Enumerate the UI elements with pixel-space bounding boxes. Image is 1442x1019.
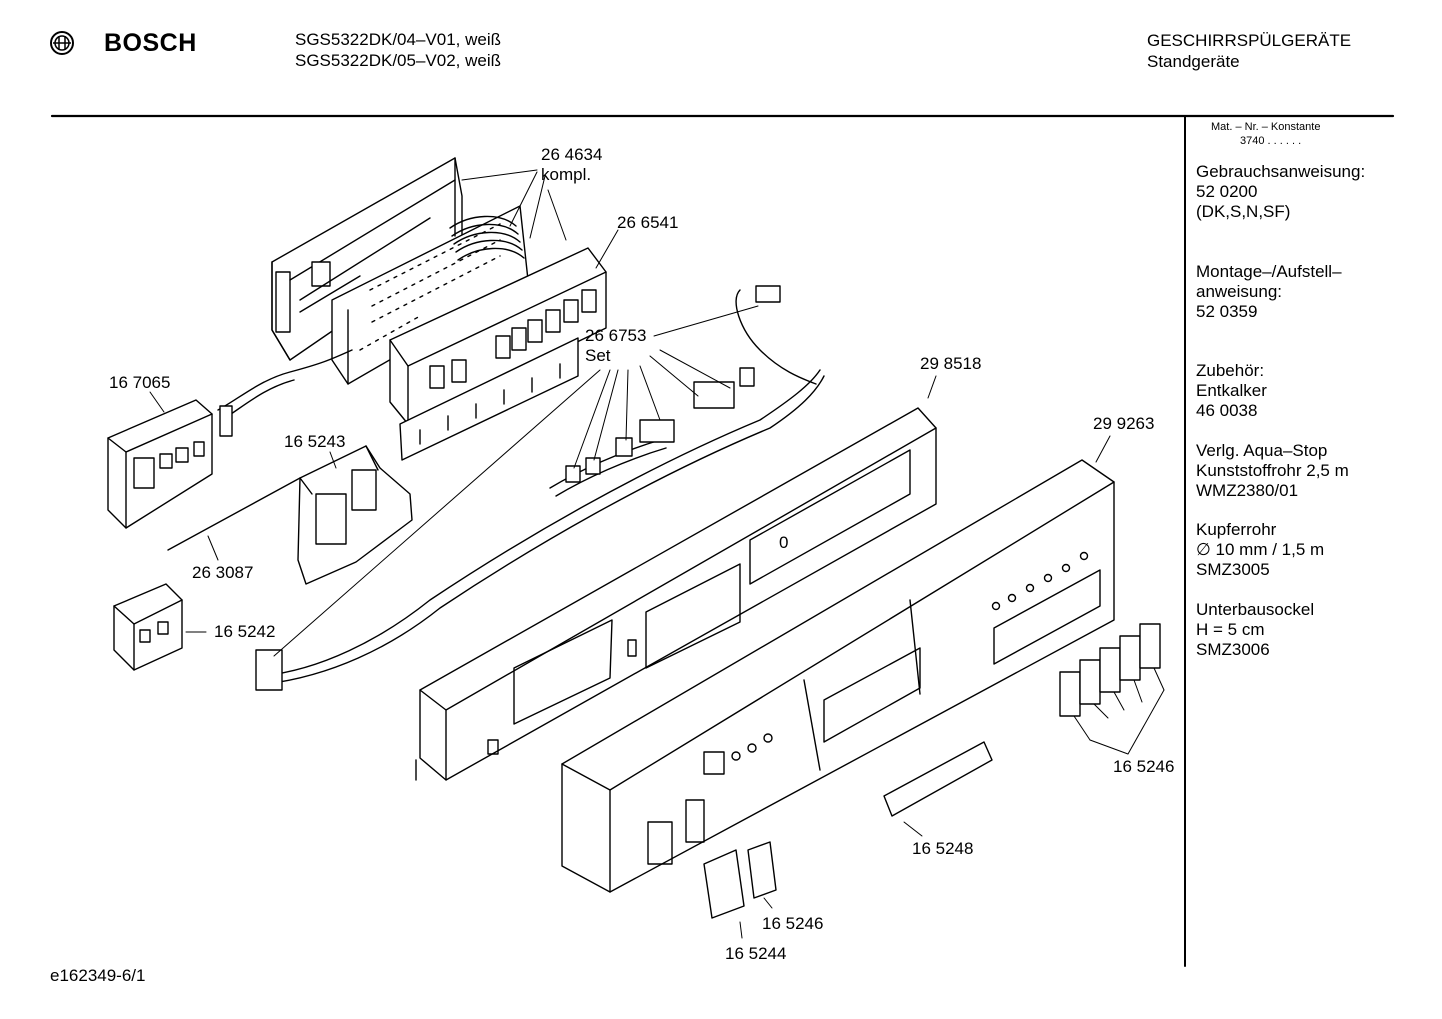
mat-number-header: Mat. – Nr. – Konstante [1211, 121, 1321, 133]
sidebar-line: Kupferrohr [1196, 520, 1277, 539]
part-165242-relay [113, 583, 183, 671]
sidebar-line: ∅ 10 mm / 1,5 m [1196, 540, 1325, 559]
label-266541: 26 6541 [617, 213, 679, 232]
cable-harness [255, 285, 825, 691]
sidebar-block-base: Unterbausockel H = 5 cm SMZ3006 [1196, 600, 1314, 660]
sidebar-block-manual: Gebrauchsanweisung: 52 0200 (DK,S,N,SF) [1196, 162, 1365, 222]
sidebar-line: SMZ3006 [1196, 640, 1270, 659]
sidebar-block-copper-pipe: Kupferrohr ∅ 10 mm / 1,5 m SMZ3005 [1196, 520, 1324, 580]
sidebar-block-accessories: Zubehör: Entkalker 46 0038 [1196, 361, 1267, 421]
leader-lines [149, 169, 1165, 939]
label-165244: 16 5244 [725, 944, 787, 963]
part-167065-display-unit [107, 349, 353, 529]
label-299263: 29 9263 [1093, 414, 1155, 433]
label-167065: 16 7065 [109, 373, 171, 392]
label-165242: 16 5242 [214, 622, 276, 641]
sidebar-line: 52 0200 [1196, 182, 1258, 201]
label-165246-bottom: 16 5246 [762, 914, 824, 933]
model-line-2: SGS5322DK/05–V02, weiß [295, 51, 502, 70]
label-165243: 16 5243 [284, 432, 346, 451]
mat-number-value: 3740 . . . . . . [1240, 135, 1302, 147]
label-264634: 26 4634 [541, 145, 603, 164]
sidebar-line: anweisung: [1196, 282, 1283, 301]
sidebar-line: Verlg. Aqua–Stop [1196, 441, 1328, 460]
sidebar-line: Kunststoffrohr 2,5 m [1196, 461, 1349, 480]
appliance-subcategory: Standgeräte [1147, 52, 1240, 71]
sidebar-line: (DK,S,N,SF) [1196, 202, 1291, 221]
model-line-1: SGS5322DK/04–V01, weiß [295, 30, 502, 49]
sidebar-line: Montage–/Aufstell– [1196, 262, 1342, 281]
drawing-id: e162349-6/1 [50, 966, 146, 985]
sidebar-line: Gebrauchsanweisung: [1196, 162, 1366, 181]
label-165248: 16 5248 [912, 839, 974, 858]
label-298518: 29 8518 [920, 354, 982, 373]
panel-marking: 0 [779, 533, 789, 552]
ribbon-cable [449, 215, 525, 261]
brand-name: BOSCH [104, 29, 197, 57]
sidebar-line: Entkalker [1196, 381, 1267, 400]
sidebar-line: H = 5 cm [1196, 620, 1265, 639]
label-264634-note: kompl. [541, 165, 592, 184]
part-266541-control-module [389, 247, 607, 461]
part-165243-bracket [297, 445, 413, 585]
part-165246-button-bottom [747, 841, 777, 899]
appliance-category: GESCHIRRSPÜLGERÄTE [1147, 31, 1352, 50]
label-263087: 26 3087 [192, 563, 254, 582]
part-264634-housing [271, 157, 463, 361]
part-165248-strip [883, 741, 993, 817]
label-266753: 26 6753 [585, 326, 647, 345]
label-165246-right: 16 5246 [1113, 757, 1175, 776]
sidebar-block-installation: Montage–/Aufstell– anweisung: 52 0359 [1196, 262, 1342, 322]
part-165246-buttons-right [1059, 623, 1161, 717]
label-266753-note: Set [585, 346, 611, 365]
part-298518-inner-panel [415, 407, 937, 781]
sidebar-line: 46 0038 [1196, 401, 1258, 420]
part-299263-fascia [561, 459, 1115, 893]
sidebar-line: Zubehör: [1196, 361, 1265, 380]
sidebar-line: 52 0359 [1196, 302, 1258, 321]
sidebar-line: WMZ2380/01 [1196, 481, 1299, 500]
part-165244-button [703, 849, 745, 919]
sidebar-block-aqua-stop: Verlg. Aqua–Stop Kunststoffrohr 2,5 m WM… [1196, 441, 1349, 501]
sidebar-line: Unterbausockel [1196, 600, 1315, 619]
sidebar-line: SMZ3005 [1196, 560, 1270, 579]
